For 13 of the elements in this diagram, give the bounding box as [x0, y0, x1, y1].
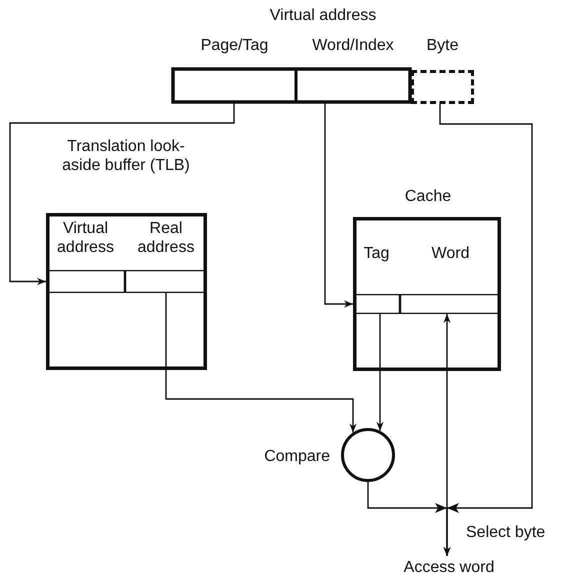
heading-label: Cache — [404, 187, 452, 206]
heading-label: Page/Tag — [200, 36, 270, 56]
heading-label: Word/Index — [311, 36, 395, 56]
heading-label: Tag — [362, 244, 390, 264]
heading-label: Translation look-aside buffer (TLB) — [61, 137, 191, 176]
heading-label: Byte — [425, 36, 460, 56]
node-caption: Compare — [264, 447, 330, 466]
heading-label: Real address — [136, 219, 196, 258]
heading-label: Virtual address — [56, 219, 115, 258]
edge-label: Select byte — [466, 523, 546, 542]
diagram-heading: Virtual address — [268, 6, 378, 26]
heading-label: Access word — [402, 558, 496, 578]
heading-label: Word — [430, 244, 470, 264]
